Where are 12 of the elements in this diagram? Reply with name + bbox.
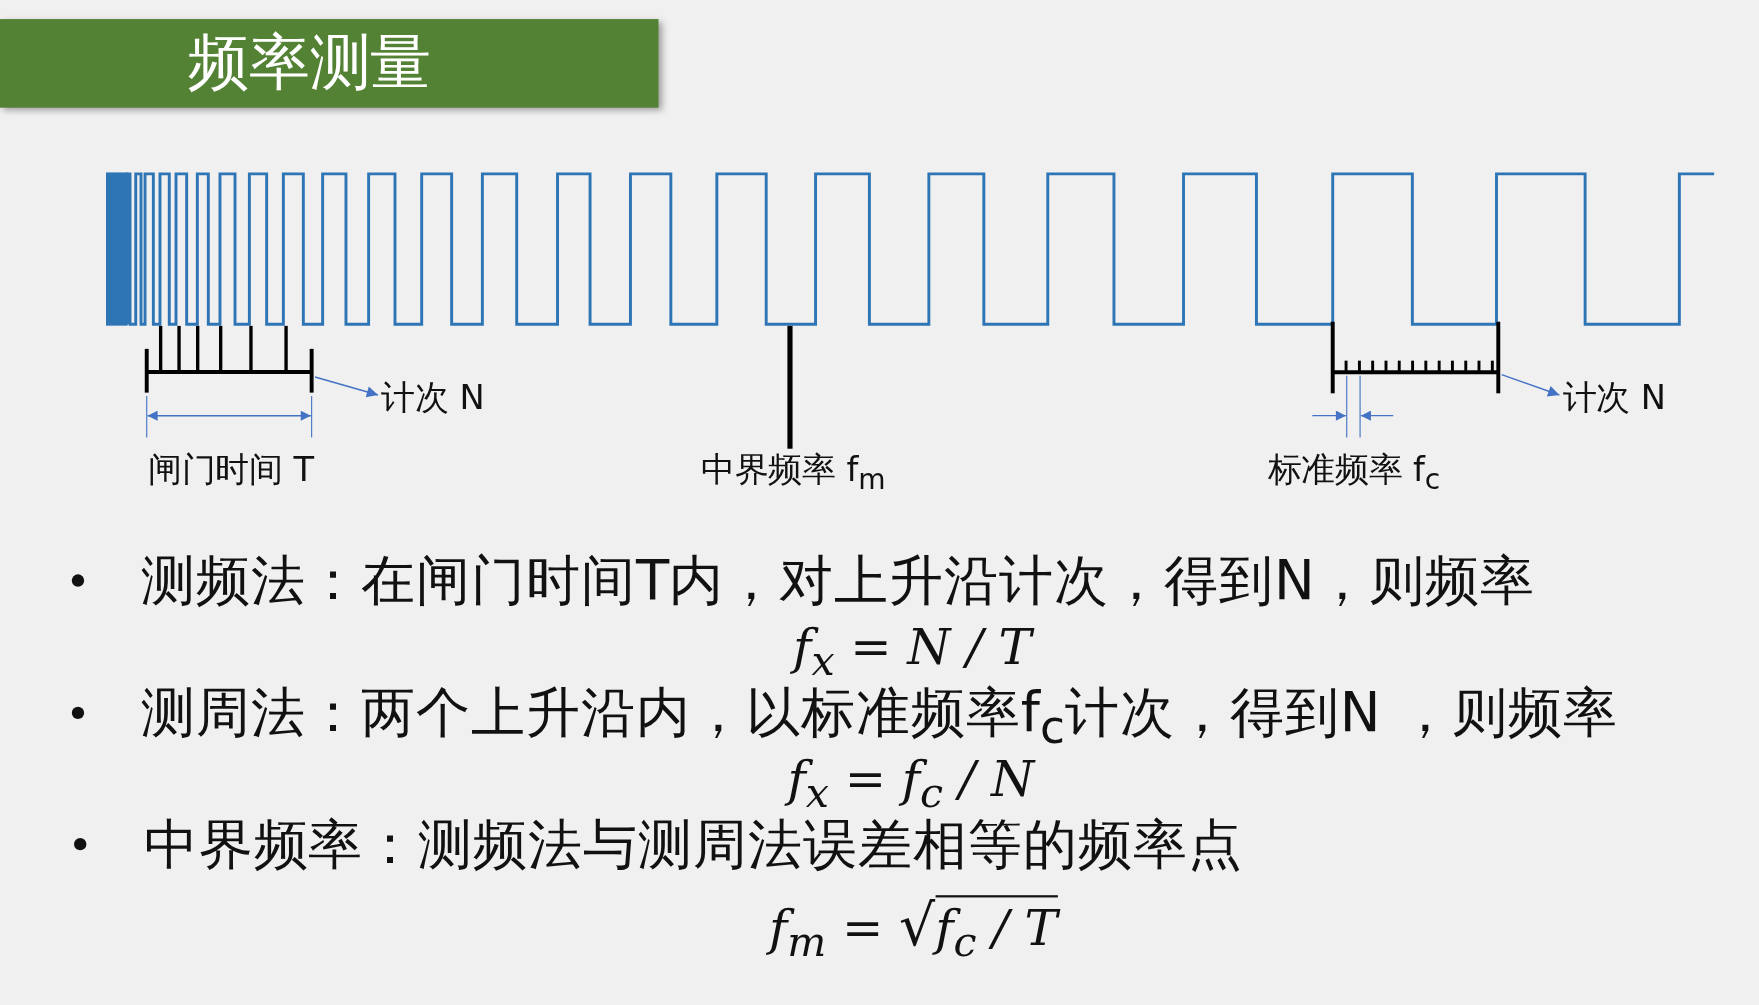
- leader-arrow: [314, 376, 379, 398]
- dimension-label: 标准频率 f$_{c}$: [1267, 449, 1441, 498]
- count-label: 计次 N: [1562, 378, 1666, 419]
- count-bracket: [1330, 321, 1501, 394]
- leader-arrow: [1500, 373, 1561, 397]
- dimension-label: 闸门时间 T: [148, 449, 314, 491]
- leader-line: [787, 325, 793, 449]
- count-label: 计次 N: [381, 378, 485, 419]
- bullet-text: 测频法：在闸门时间T内，对上升沿计次，得到N，则频率: [141, 547, 1535, 613]
- slide-title: 频率测量: [188, 29, 431, 97]
- count-bracket: [144, 325, 314, 393]
- marker-label: 中界频率 f$_{m}$: [701, 449, 886, 501]
